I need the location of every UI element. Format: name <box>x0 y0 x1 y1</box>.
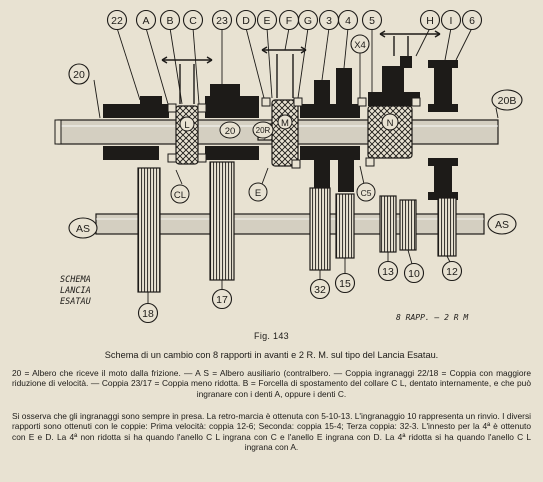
callout-d: D <box>242 15 250 27</box>
label-cl: CL <box>174 190 186 201</box>
label-aux-left: AS <box>76 223 90 235</box>
callout-f: F <box>286 15 292 27</box>
label-l: L <box>184 120 189 131</box>
bearings <box>167 97 421 169</box>
callout-17: 17 <box>216 294 228 306</box>
figure-caption: Fig. 143 <box>254 331 289 341</box>
note-lancia: LANCIA <box>60 286 91 296</box>
figure-title: Schema di un cambio con 8 rapporti in av… <box>104 350 439 360</box>
top-callouts <box>68 9 523 239</box>
callout-15: 15 <box>339 278 351 290</box>
leader-lines <box>93 27 499 304</box>
description-paragraph-2: Si osserva che gli ingranaggi sono sempr… <box>12 411 531 453</box>
gearbox-schematic: 22 A B C 23 D E F G 3 4 5 H I 6 X4 20 20… <box>54 9 523 324</box>
label-20r: 20R <box>256 126 271 135</box>
callout-b: B <box>166 15 173 27</box>
description-paragraph-1: 20 = Albero che riceve il moto dalla fri… <box>12 368 531 399</box>
lower-gear-blocks <box>103 146 458 200</box>
callout-32: 32 <box>314 284 326 296</box>
callout-23: 23 <box>216 15 228 27</box>
shift-forks <box>161 30 441 104</box>
label-n: N <box>387 118 394 129</box>
callout-10: 10 <box>408 268 420 280</box>
callout-5: 5 <box>369 15 375 27</box>
callout-g: G <box>304 15 312 27</box>
callout-h: H <box>426 15 434 27</box>
callout-i: I <box>450 15 453 27</box>
top-callout-labels: 22 A B C 23 D E F G 3 4 5 H I 6 X4 20 20… <box>73 15 516 235</box>
callout-c: C <box>189 15 197 27</box>
note-esatau: ESATAU <box>60 297 92 307</box>
callout-e: E <box>263 15 270 27</box>
bottom-callout-labels: 18 17 32 15 13 10 12 <box>142 266 458 320</box>
handwritten-notes: SCHEMA LANCIA ESATAU 8 RAPP. — 2 R M <box>60 275 469 322</box>
upper-gear-blocks <box>103 56 458 118</box>
callout-3: 3 <box>326 15 332 27</box>
bottom-callouts <box>137 260 463 324</box>
inline-labels <box>170 113 399 204</box>
callout-a: A <box>142 15 149 27</box>
callout-22: 22 <box>111 15 123 27</box>
label-aux-right: AS <box>495 219 509 231</box>
label-m: M <box>281 118 289 129</box>
inline-label-text: L M N 20 20R CL E C5 <box>174 118 394 201</box>
callout-12: 12 <box>446 266 458 278</box>
label-shaft-20b: 20B <box>498 95 517 107</box>
note-schema: SCHEMA <box>60 275 91 285</box>
label-c5: C5 <box>361 188 372 198</box>
callout-6: 6 <box>469 15 475 27</box>
callout-x4: X4 <box>354 40 366 51</box>
label-e: E <box>255 188 261 199</box>
label-20: 20 <box>225 126 236 137</box>
callout-18: 18 <box>142 308 154 320</box>
note-rapp: 8 RAPP. — 2 R M <box>396 313 469 322</box>
callout-13: 13 <box>382 266 394 278</box>
callout-4: 4 <box>345 15 351 27</box>
label-shaft-20: 20 <box>73 69 85 81</box>
